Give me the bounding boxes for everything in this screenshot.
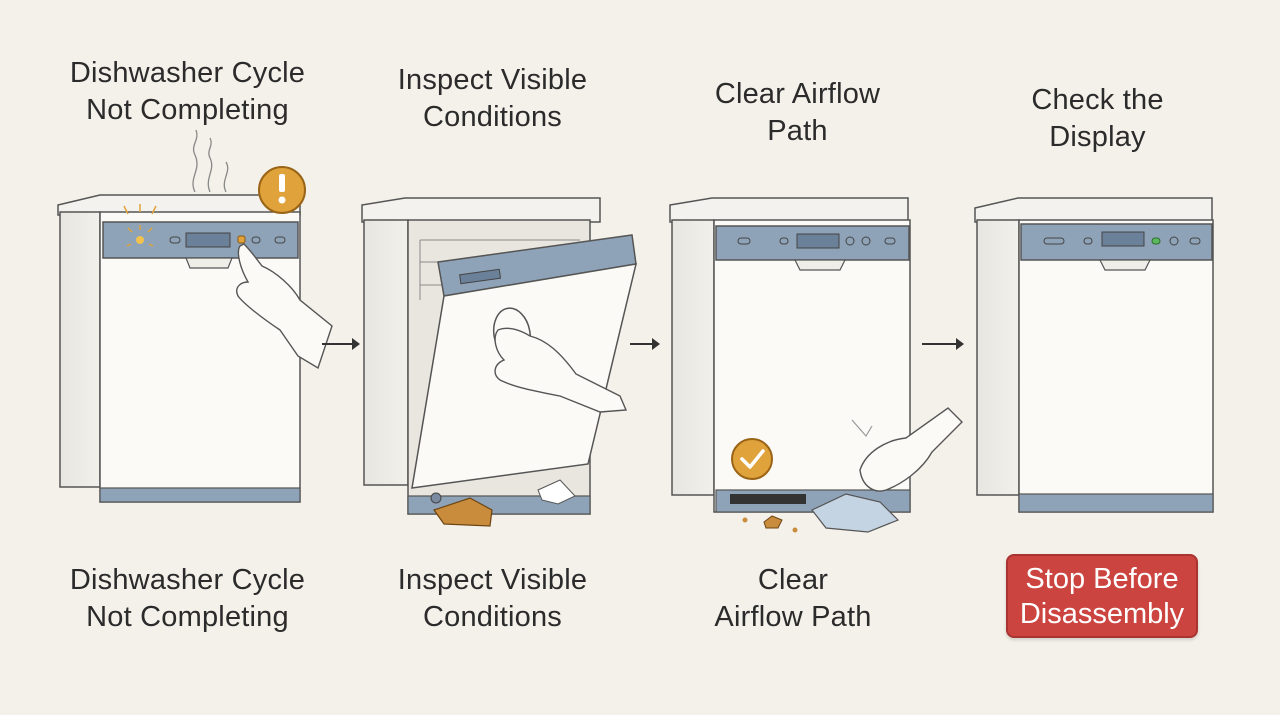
pointing-hand-1 [236,243,333,370]
step-3-top-title-line-1: Clear Airflow [714,78,881,110]
step-1-bottom-title-line-1: Dishwasher Cycle [69,564,306,596]
cleaning-hand-3 [859,407,963,492]
dishwasher-4 [974,197,1214,513]
opening-hand-2 [494,327,628,413]
arrow-3 [922,338,964,350]
step-4-top-title: Check the Display [1000,82,1195,156]
step-3-bottom-title-line-1: Clear [757,564,829,596]
dishwasher-2 [361,197,637,527]
step-3-top-title: Clear Airflow Path [690,76,905,150]
step-4-top-title-line-1: Check the [1031,84,1164,116]
checkmark-icon [731,438,773,480]
step-3-top-title-line-2: Path [767,115,828,147]
step-1-top-title: Dishwasher Cycle Not Completing [60,55,315,129]
step-4-top-title-line-2: Display [1049,121,1146,153]
step-1-bottom-title: Dishwasher Cycle Not Completing [60,562,315,636]
dishwasher-1 [57,129,301,503]
step-2-bottom-title: Inspect Visible Conditions [370,562,615,636]
arrow-1 [322,338,360,350]
step-1-bottom-title-line-2: Not Completing [86,601,289,633]
step-3-bottom-title-line-2: Airflow Path [714,601,872,633]
stop-badge-line-2: Disassembly [1019,598,1185,630]
step-2-top-title-line-2: Conditions [422,101,563,133]
stop-before-disassembly-badge: Stop Before Disassembly [1006,554,1198,638]
stop-badge-line-1: Stop Before [1025,563,1179,595]
step-3-bottom-title: Clear Airflow Path [688,562,898,636]
step-2-top-title: Inspect Visible Conditions [370,62,615,136]
step-2-bottom-title-line-1: Inspect Visible [397,564,588,596]
step-1-top-title-line-1: Dishwasher Cycle [69,57,306,89]
step-1-top-title-line-2: Not Completing [86,94,289,126]
step-2-bottom-title-line-2: Conditions [422,601,563,633]
step-2-top-title-line-1: Inspect Visible [397,64,588,96]
arrow-2 [630,338,660,350]
warning-icon [258,166,306,214]
